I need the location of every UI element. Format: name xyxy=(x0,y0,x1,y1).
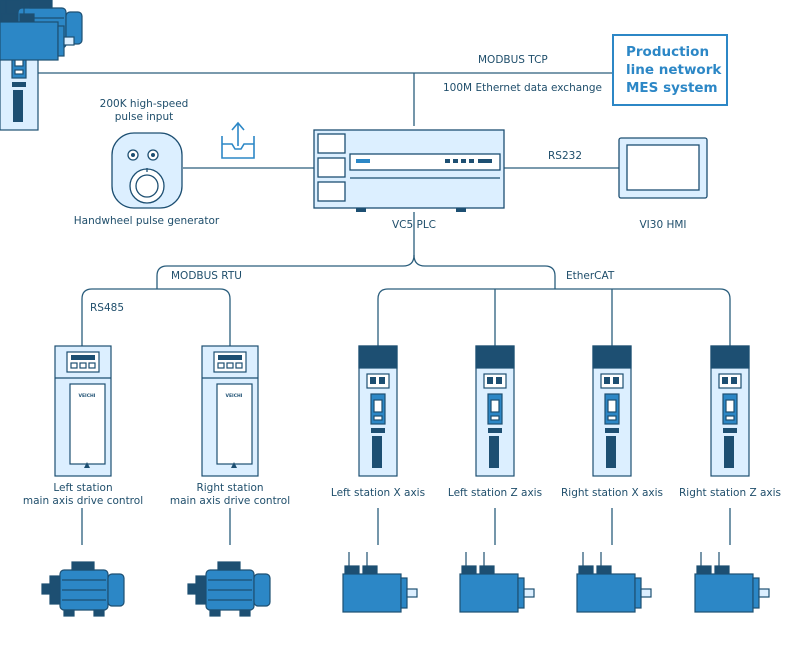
rs485-label: RS485 xyxy=(90,302,125,314)
mes-line-1: Production xyxy=(626,44,710,60)
mes-system-box: Production line network MES system xyxy=(612,34,728,106)
motor-left-main xyxy=(41,561,125,617)
servo-motor-right-x xyxy=(576,551,652,613)
hmi-icon xyxy=(618,137,708,199)
modbus-rtu-label: MODBUS RTU xyxy=(171,270,242,282)
hmi-label: VI30 HMI xyxy=(639,219,687,231)
servo-drive-right-z xyxy=(710,345,750,477)
right-z-axis-label: Right station Z axis xyxy=(678,487,782,499)
ethercat-line xyxy=(413,254,556,289)
left-main-drive-label: Left station main axis drive control xyxy=(22,482,144,507)
right-x-axis-label: Right station X axis xyxy=(560,487,664,499)
plc-label: VC5 PLC xyxy=(391,219,437,231)
svg-text:VEICHI: VEICHI xyxy=(79,393,96,399)
svg-text:VEICHI: VEICHI xyxy=(226,393,243,399)
servo-drive-left-x xyxy=(358,345,398,477)
rs232-label: RS232 xyxy=(548,150,583,162)
left-z-axis-label: Left station Z axis xyxy=(447,487,543,499)
motor-right-main xyxy=(187,561,271,617)
handwheel-icon xyxy=(111,132,183,209)
servo-motor-right-z xyxy=(694,551,770,613)
right-main-drive-label: Right station main axis drive control xyxy=(169,482,291,507)
mes-line-2: line network xyxy=(626,62,722,78)
mes-line-3: MES system xyxy=(626,80,718,96)
upload-tray-icon xyxy=(221,121,255,159)
handwheel-label: Handwheel pulse generator xyxy=(73,215,220,227)
plc-icon xyxy=(313,129,505,212)
left-x-axis-label: Left station X axis xyxy=(330,487,426,499)
ethercat-label: EtherCAT xyxy=(566,270,615,282)
servo-motor-left-x xyxy=(342,551,418,613)
servo-drive-right-x xyxy=(592,345,632,477)
servo-motor-left-z xyxy=(459,551,535,613)
pulse-input-label: 200K high-speed pulse input xyxy=(99,98,189,123)
drive-icon-left: VEICHI xyxy=(54,345,112,477)
modbus-rtu-line xyxy=(156,254,415,289)
servo-motor-icon xyxy=(0,0,75,61)
ethernet-label: 100M Ethernet data exchange xyxy=(443,82,602,94)
modbus-tcp-label: MODBUS TCP xyxy=(478,54,548,66)
servo-drive-left-z xyxy=(475,345,515,477)
drive-icon-right: VEICHI xyxy=(201,345,259,477)
